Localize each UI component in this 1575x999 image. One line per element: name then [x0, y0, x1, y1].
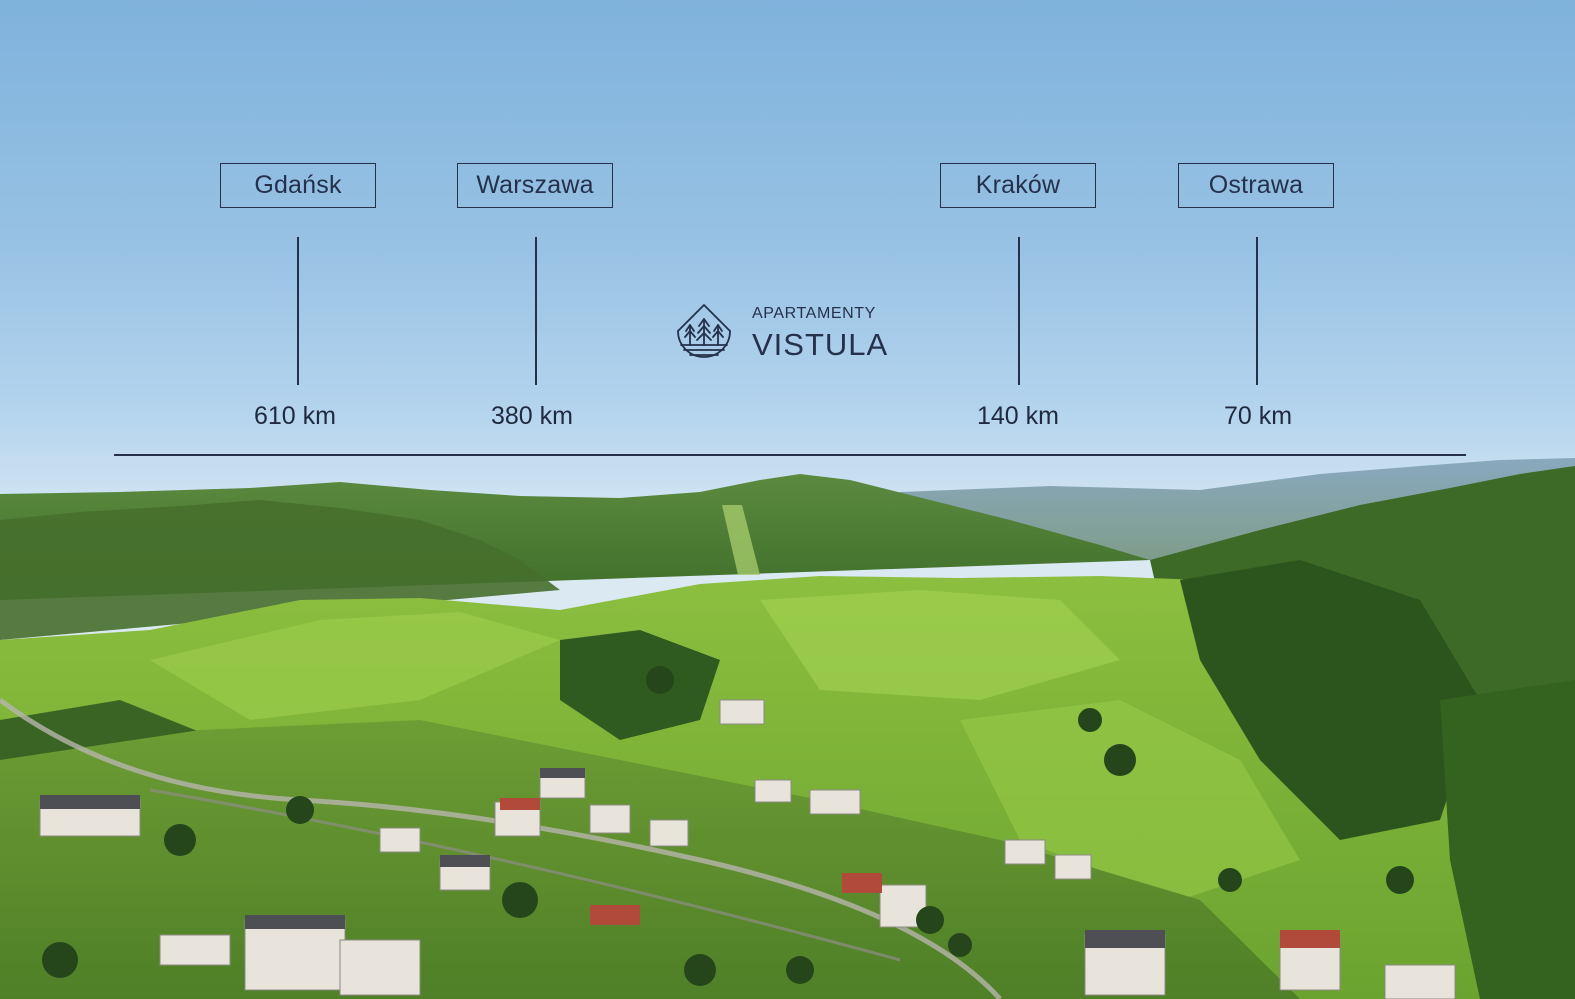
distance-ostrawa: 70 km — [1223, 402, 1293, 430]
forest-house-icon — [677, 304, 731, 358]
connector-line — [1018, 237, 1020, 385]
distance-warszawa: 380 km — [491, 402, 573, 430]
connector-line — [1256, 237, 1258, 385]
city-box-warszawa: Warszawa — [457, 163, 613, 208]
brand-main: VISTULA — [752, 327, 889, 362]
city-label: Gdańsk — [254, 171, 342, 199]
brand-text: APARTAMENTY VISTULA — [752, 304, 888, 362]
connector-line — [297, 237, 299, 385]
distance-gdansk: 610 km — [254, 402, 336, 430]
connector-line — [535, 237, 537, 385]
city-label: Warszawa — [476, 171, 594, 199]
city-label: Ostrawa — [1208, 171, 1304, 199]
brand-logo: APARTAMENTY VISTULA — [672, 301, 888, 365]
brand-top: APARTAMENTY — [752, 305, 876, 322]
city-box-ostrawa: Ostrawa — [1178, 163, 1334, 208]
city-label: Kraków — [975, 171, 1061, 199]
baseline-divider — [114, 454, 1466, 456]
distance-krakow: 140 km — [977, 402, 1059, 430]
city-box-krakow: Kraków — [940, 163, 1096, 208]
city-box-gdansk: Gdańsk — [220, 163, 376, 208]
